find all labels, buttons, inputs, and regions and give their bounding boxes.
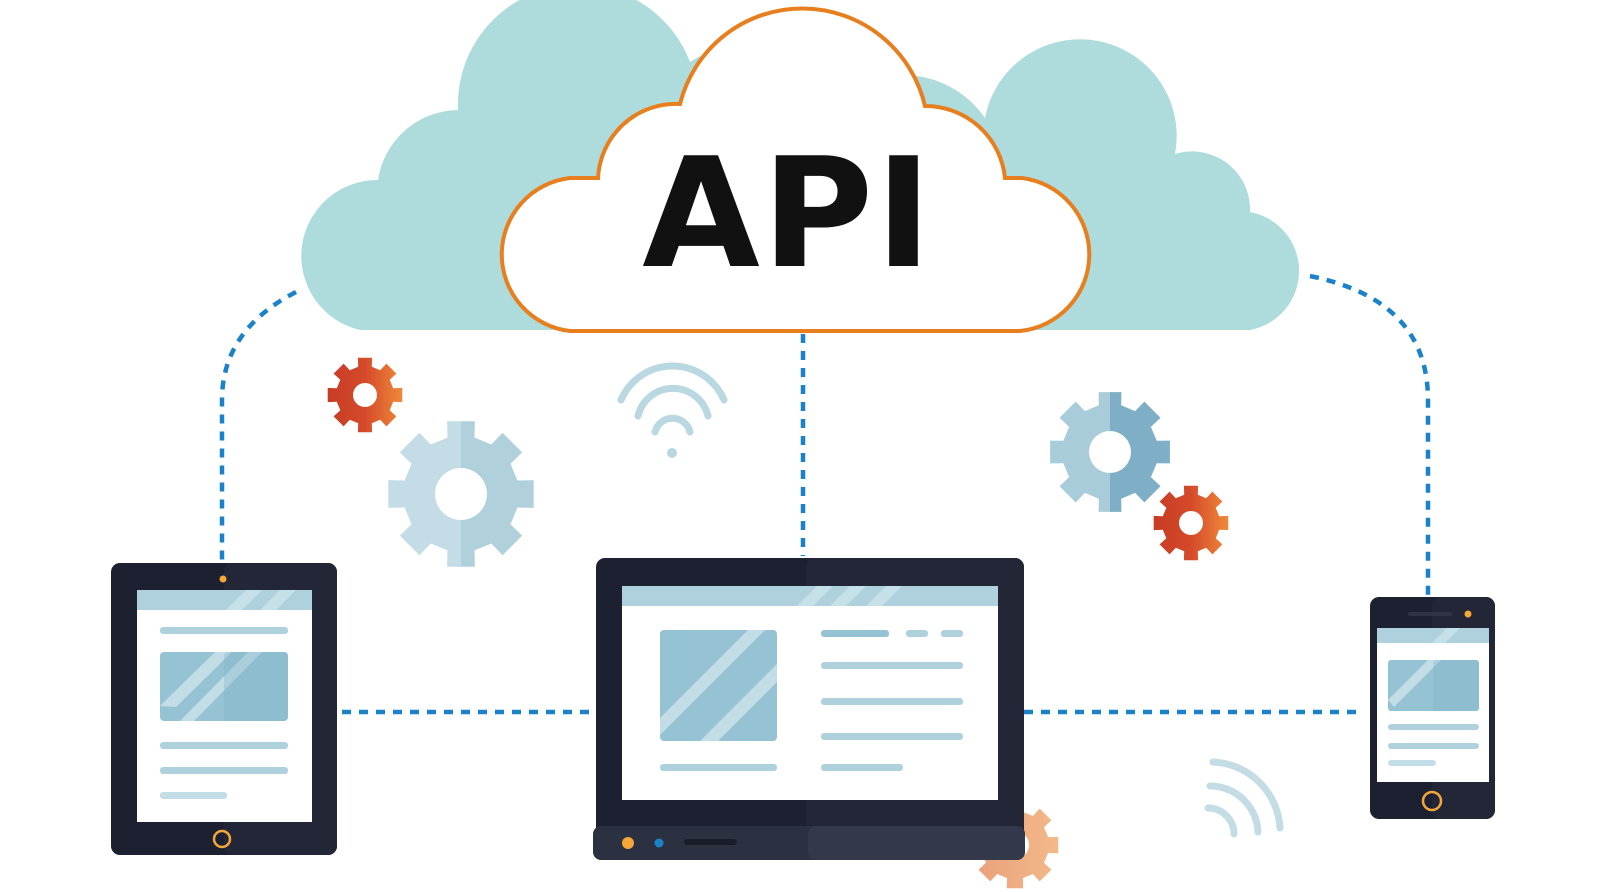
- tablet-home-button: [212, 829, 232, 849]
- gear-group: [327, 357, 1229, 567]
- cloud-label: API: [642, 125, 934, 302]
- wifi-icon: [617, 362, 728, 458]
- laptop-image-block: [660, 630, 777, 741]
- gear-icon-medium-blue-right: [1050, 392, 1170, 512]
- phone-speaker: [1408, 612, 1452, 616]
- tablet-camera: [219, 575, 227, 583]
- laptop-slot: [684, 839, 737, 845]
- connector-cloud-tablet: [219, 289, 298, 562]
- phone-screen-header: [1377, 628, 1489, 643]
- wifi-icon-side: [1204, 758, 1284, 838]
- tablet-device: [111, 563, 337, 855]
- connector-lines: [219, 273, 1431, 715]
- gear-icon-small-orange-left: [327, 357, 403, 433]
- laptop-status-led: [654, 838, 664, 848]
- phone-camera: [1464, 610, 1472, 618]
- phone-device: [1370, 597, 1495, 819]
- api-cloud: API: [499, 6, 1092, 333]
- laptop-device: [593, 558, 1025, 860]
- gear-icon-large-light-left: [388, 421, 534, 567]
- gear-icon-small-orange-right: [1153, 485, 1229, 561]
- phone-home-button: [1421, 790, 1443, 812]
- laptop-power-led: [622, 837, 634, 849]
- connector-cloud-phone: [1309, 273, 1431, 596]
- cloud-icon: [499, 6, 1092, 333]
- phone-image-block: [1388, 660, 1479, 711]
